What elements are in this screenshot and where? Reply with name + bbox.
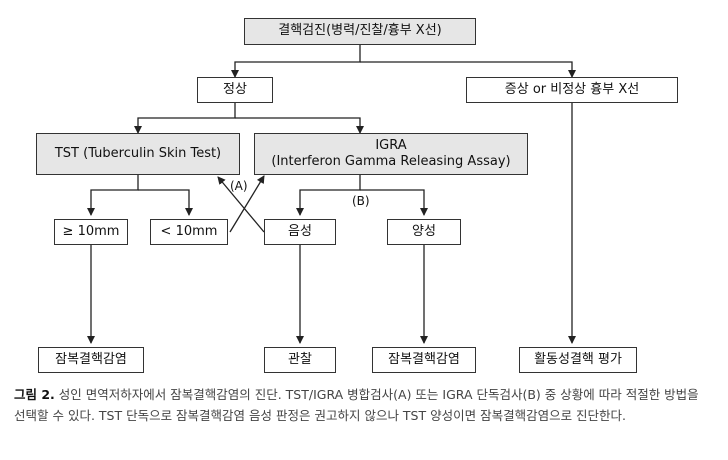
latent-infection-node-2: 잠복결핵감염 xyxy=(372,347,476,373)
lt10-to-igra-arrow xyxy=(229,175,265,233)
caption-number: 그림 2. xyxy=(14,387,55,402)
active-tb-node: 활동성결핵 평가 xyxy=(519,347,637,373)
tst-to-lt10 xyxy=(138,189,193,216)
figure-caption: 그림 2. 성인 면역저하자에서 잠복결핵감염의 진단. TST/IGRA 병합… xyxy=(14,384,714,426)
igra-connector xyxy=(296,175,361,216)
lt10-node: < 10mm xyxy=(150,219,228,245)
negative-node: 음성 xyxy=(264,219,336,245)
latent-infection-node-1: 잠복결핵감염 xyxy=(38,347,144,373)
ge10-node: ≥ 10mm xyxy=(54,219,128,245)
normal-connector xyxy=(134,103,236,134)
negative-to-tst-arrow xyxy=(217,176,265,233)
normal-to-igra xyxy=(235,117,364,134)
abnormal-node: 증상 or 비정상 흉부 X선 xyxy=(466,77,678,103)
igra-to-positive xyxy=(360,189,428,216)
label-a: (A) xyxy=(230,179,248,193)
tst-node: TST (Tuberculin Skin Test) xyxy=(36,133,240,175)
observe-node: 관찰 xyxy=(264,347,336,373)
root-connector xyxy=(231,45,361,78)
connector-lines xyxy=(87,45,576,344)
flowchart: 결핵검진(병력/진찰/흉부 X선) 정상 증상 or 비정상 흉부 X선 TST… xyxy=(36,18,678,373)
normal-node: 정상 xyxy=(197,77,273,103)
label-b: (B) xyxy=(352,194,370,208)
caption-text: 성인 면역저하자에서 잠복결핵감염의 진단. TST/IGRA 병합검사(A) … xyxy=(14,387,699,423)
root-node: 결핵검진(병력/진찰/흉부 X선) xyxy=(244,18,476,45)
tst-connector xyxy=(87,175,139,216)
positive-node: 양성 xyxy=(387,219,461,245)
igra-node: IGRA (Interferon Gamma Releasing Assay) xyxy=(254,133,528,175)
root-to-abnormal xyxy=(360,61,576,78)
